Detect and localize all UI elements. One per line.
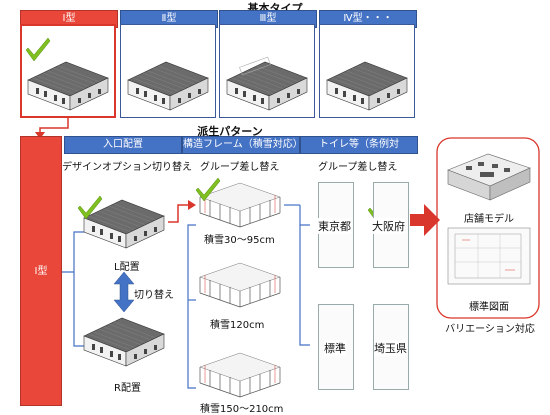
derived-header-3[interactable]: トイレ等（条例対応）・・・	[300, 136, 418, 166]
standard-drawing-label: 標準図面	[469, 302, 509, 313]
frame-label-3: 積雪150～210cm	[200, 404, 284, 415]
store-model-label: 店舗モデル	[464, 214, 514, 225]
derived-header-1[interactable]: 入口配置	[64, 136, 182, 154]
col1-title: デザインオプション切り替え	[62, 162, 192, 173]
variation-caption: バリエーション対応	[445, 324, 535, 335]
col3-title: グループ差し替え	[318, 162, 398, 173]
r-layout-label: R配置	[114, 383, 141, 394]
frame-label-1: 積雪30～95cm	[204, 235, 275, 246]
frame-label-2: 積雪120cm	[210, 320, 265, 331]
derived-side-label: Ⅰ型	[34, 266, 48, 277]
l-layout-label: L配置	[114, 262, 140, 273]
plan-label-standard: 標準	[324, 340, 346, 356]
plan-label-saitama: 埼玉県	[374, 340, 407, 356]
col2-title: グループ差し替え	[200, 162, 280, 173]
derived-side-bar	[20, 136, 62, 406]
derived-header-2[interactable]: 構造フレーム（積雪対応）	[182, 136, 303, 154]
plan-label-tokyo: 東京都	[318, 218, 351, 234]
switch-label: 切り替え	[134, 290, 174, 301]
derived-title: 派生パターン	[197, 125, 263, 138]
plan-label-osaka: 大阪府	[372, 218, 405, 234]
